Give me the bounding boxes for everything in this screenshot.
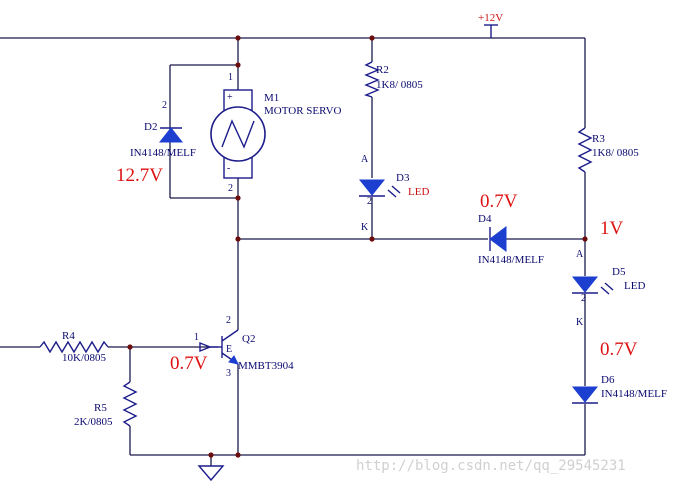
d5-value: LED (624, 280, 645, 292)
voltage-annotations: 12.7V 0.7V 1V 0.7V 0.7V (116, 165, 638, 374)
d4-ref: D4 (478, 213, 492, 225)
ground-icon (197, 465, 225, 482)
q2-ref: Q2 (242, 333, 255, 345)
junction-dot (235, 236, 241, 242)
junction-dot (369, 236, 375, 242)
junction-dot (208, 452, 214, 458)
d2-ref: D2 (144, 121, 157, 133)
power-port-12v: +12V (478, 12, 503, 38)
d4-value: IN4148/MELF (478, 254, 544, 266)
r5-ref: R5 (94, 402, 107, 414)
junction-dot (235, 62, 241, 68)
resistor-r4: R4 10K/0805 (39, 330, 109, 364)
d6-value: IN4148/MELF (601, 388, 667, 400)
d3-cathode: K (361, 222, 369, 233)
q2-pin3: 3 (226, 368, 231, 379)
voltage-base: 0.7V (170, 353, 208, 374)
junction-dot (235, 452, 241, 458)
transistor-q2: 1 2 3 E Q2 MMBT3904 (194, 315, 294, 379)
motor-pin1: 1 (228, 72, 233, 83)
resistor-r2: R2 1K8/ 0805 (364, 61, 423, 98)
junction-dot (235, 35, 241, 41)
r2-ref: R2 (376, 64, 389, 76)
junction-dot (369, 35, 375, 41)
d3-value: LED (408, 186, 429, 198)
voltage-d4: 0.7V (480, 191, 518, 212)
led-d5: A K 2 D5 LED (571, 249, 645, 328)
r2-value: 1K8/ 0805 (376, 79, 423, 91)
junction-dot (582, 236, 588, 242)
resistor-r5: R5 2K/0805 (74, 381, 138, 428)
r4-value: 10K/0805 (62, 352, 107, 364)
voltage-node: 1V (600, 218, 624, 239)
svg-text:-: - (227, 163, 230, 174)
power-label: +12V (478, 12, 503, 24)
d5-cathode: K (576, 317, 584, 328)
d3-ref: D3 (396, 172, 410, 184)
resistor-r3: R3 1K8/ 0805 (577, 127, 639, 173)
r4-ref: R4 (62, 330, 75, 342)
junctions (127, 35, 588, 458)
motor-pin2: 2 (228, 183, 233, 194)
voltage-d6: 0.7V (600, 339, 638, 360)
svg-text:+: + (227, 92, 233, 103)
d3-pin: 2 (367, 196, 372, 207)
d2-value: IN4148/MELF (130, 147, 196, 159)
d5-pin: 2 (581, 293, 586, 304)
junction-dot (235, 195, 241, 201)
motor-ref: M1 (264, 92, 279, 104)
d6-ref: D6 (601, 374, 615, 386)
junction-dot (127, 344, 133, 350)
d5-ref: D5 (612, 266, 626, 278)
d5-anode: A (576, 249, 584, 260)
r5-value: 2K/0805 (74, 416, 113, 428)
d2-pin: 2 (162, 100, 167, 111)
r3-ref: R3 (592, 133, 605, 145)
led-d3: A K 2 D3 LED (358, 154, 429, 233)
watermark: http://blog.csdn.net/qq_29545231 (356, 458, 626, 474)
voltage-motor: 12.7V (116, 165, 163, 186)
diode-d4: D4 IN4148/MELF (478, 213, 544, 266)
q2-pin2: 2 (226, 315, 231, 326)
d3-anode: A (361, 154, 369, 165)
q2-emitter: E (226, 344, 232, 355)
motor-servo-m1: + - 1 2 M1 MOTOR SERVO (210, 72, 342, 194)
q2-pin1: 1 (194, 332, 199, 343)
diode-d2: 2 D2 IN4148/MELF (130, 100, 196, 159)
motor-value: MOTOR SERVO (264, 105, 342, 117)
r3-value: 1K8/ 0805 (592, 147, 639, 159)
diode-d6: D6 IN4148/MELF (571, 374, 667, 404)
wires (0, 37, 586, 466)
q2-value: MMBT3904 (238, 360, 294, 372)
